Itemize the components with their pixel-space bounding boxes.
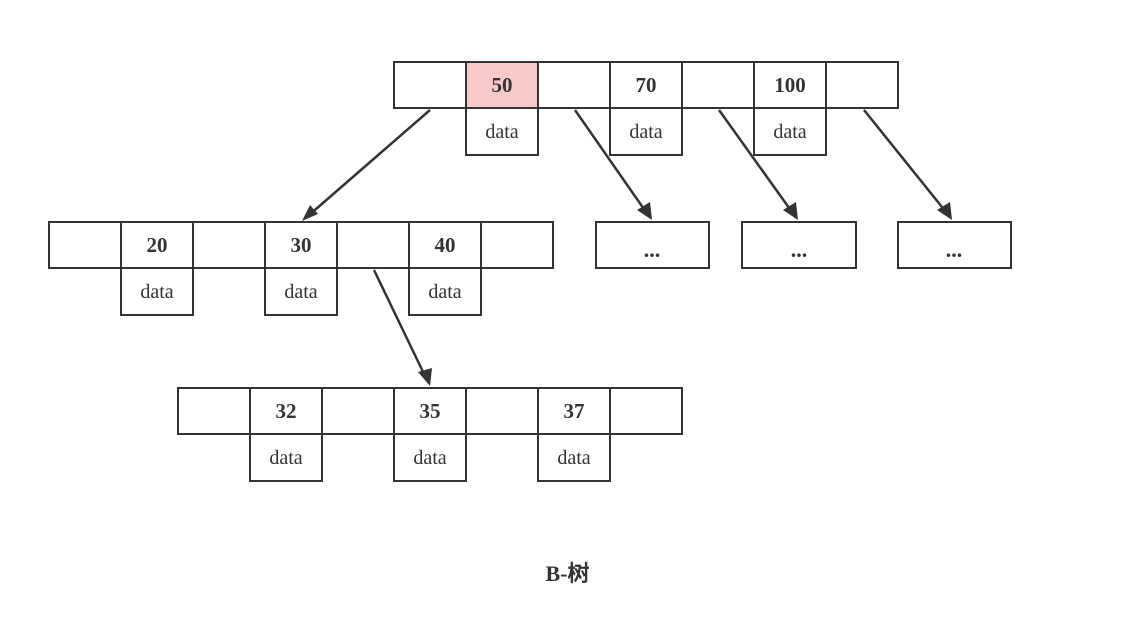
- l2-pointer-1: [321, 387, 395, 435]
- root-node: 50 70 100 data data data: [393, 61, 899, 156]
- l2-key-0: 32: [276, 399, 297, 423]
- arrowhead-icon: [302, 205, 318, 221]
- l1-key-2: 40: [435, 233, 456, 257]
- l2-pointer-2: [465, 387, 539, 435]
- root-key-2: 100: [774, 73, 806, 97]
- root-data-cell-1: [609, 107, 683, 156]
- l2-key-2: 37: [564, 399, 585, 423]
- l1-data-cell-0: [120, 267, 194, 316]
- arrowhead-icon: [783, 202, 798, 220]
- arrowhead-icon: [418, 368, 432, 386]
- l1-key-0: 20: [147, 233, 168, 257]
- l1-data-cell-1: [264, 267, 338, 316]
- placeholder-ellipsis-1: ...: [791, 237, 808, 262]
- placeholder-box-0: [595, 221, 710, 269]
- l2-key-cell-1: [393, 387, 467, 435]
- root-pointer-0: [393, 61, 467, 109]
- edges: [302, 109, 952, 386]
- l1-pointer-2: [336, 221, 410, 269]
- root-data-cell-2: [753, 107, 827, 156]
- level1-left-node: 20 30 40 data data data: [48, 221, 554, 316]
- level1-placeholder-node-1: ...: [741, 221, 857, 269]
- root-data-2: data: [773, 121, 806, 143]
- level2-node: 32 35 37 data data data: [177, 387, 683, 482]
- edge-root-to-placeholder-0: [573, 109, 648, 213]
- l2-key-cell-0: [249, 387, 323, 435]
- l1-pointer-1: [192, 221, 266, 269]
- edge-level1-to-level2: [372, 269, 427, 377]
- l2-data-0: data: [269, 447, 302, 469]
- level1-placeholder-node-0: ...: [595, 221, 710, 269]
- l1-data-2: data: [428, 281, 461, 303]
- placeholder-ellipsis-0: ...: [644, 237, 661, 262]
- l2-data-1: data: [413, 447, 446, 469]
- placeholder-ellipsis-2: ...: [946, 237, 963, 262]
- level1-placeholder-node-2: ...: [897, 221, 1012, 269]
- root-pointer-2: [681, 61, 755, 109]
- l1-key-1: 30: [291, 233, 312, 257]
- l1-data-0: data: [140, 281, 173, 303]
- arrowhead-icon: [637, 202, 652, 220]
- root-key-cell-0: [465, 61, 539, 109]
- diagram-caption: B-树: [545, 561, 590, 586]
- root-data-0: data: [485, 121, 518, 143]
- root-data-1: data: [629, 121, 662, 143]
- placeholder-box-2: [897, 221, 1012, 269]
- l2-pointer-0: [177, 387, 251, 435]
- l2-data-cell-2: [537, 433, 611, 482]
- edge-root-to-level1-left: [307, 109, 431, 217]
- root-key-0: 50: [492, 73, 513, 97]
- l1-pointer-0: [48, 221, 122, 269]
- l2-key-1: 35: [420, 399, 441, 423]
- edge-root-to-placeholder-2: [863, 109, 947, 213]
- l1-data-cell-2: [408, 267, 482, 316]
- l2-pointer-3: [609, 387, 683, 435]
- root-pointer-1: [537, 61, 611, 109]
- root-key-1: 70: [636, 73, 657, 97]
- l2-data-2: data: [557, 447, 590, 469]
- l2-data-cell-0: [249, 433, 323, 482]
- root-data-cell-0: [465, 107, 539, 156]
- edge-root-to-placeholder-1: [717, 109, 794, 213]
- l1-key-cell-1: [264, 221, 338, 269]
- l2-data-cell-1: [393, 433, 467, 482]
- l1-pointer-3: [480, 221, 554, 269]
- l1-data-1: data: [284, 281, 317, 303]
- placeholder-box-1: [741, 221, 857, 269]
- arrowhead-icon: [937, 202, 952, 220]
- root-pointer-3: [825, 61, 899, 109]
